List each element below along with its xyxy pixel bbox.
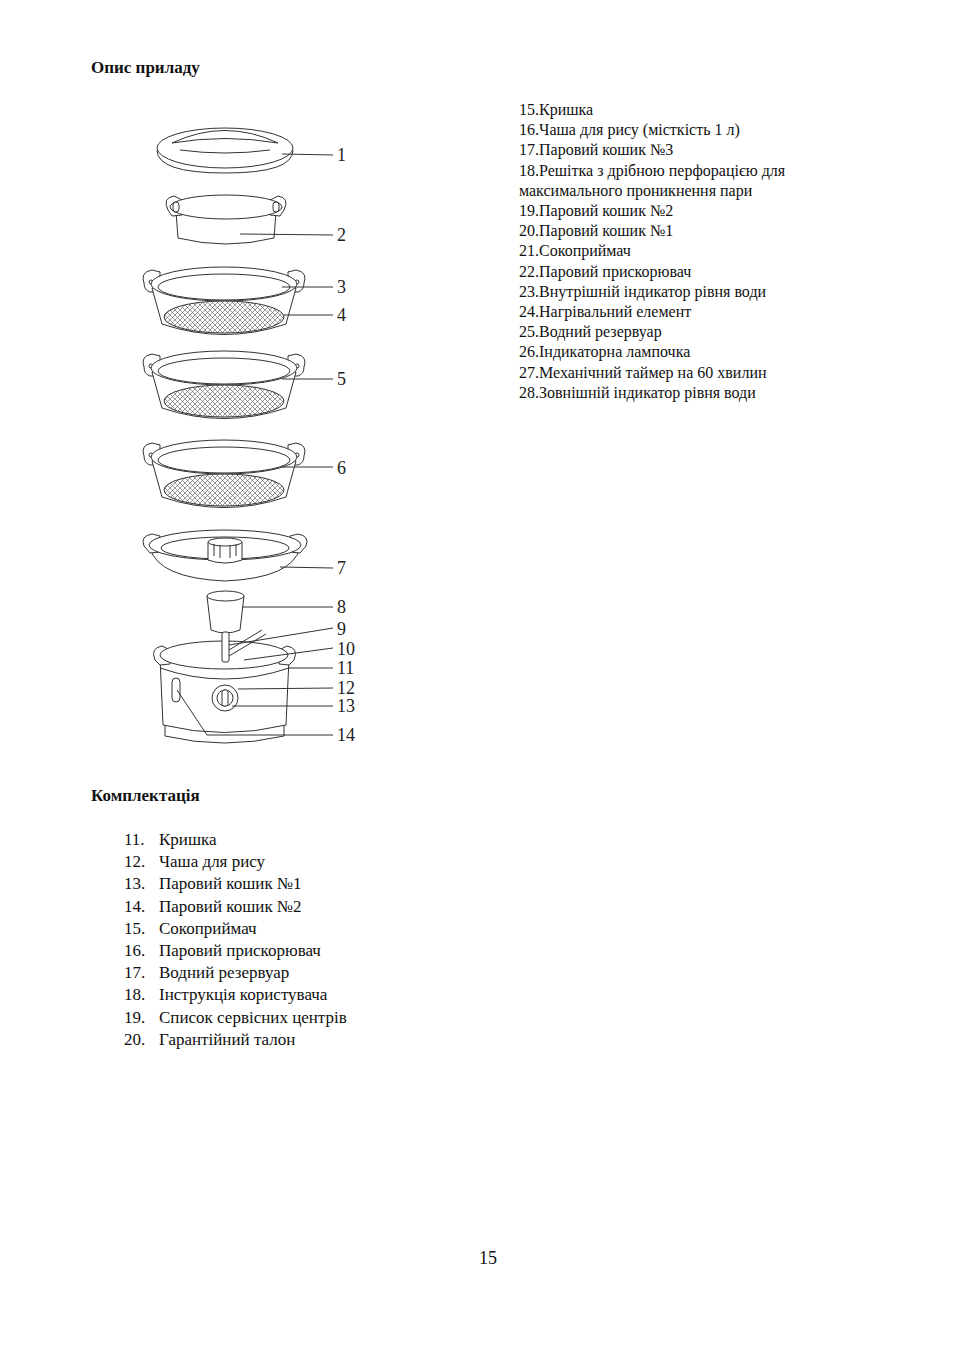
callout-number: 9 (337, 619, 346, 639)
callout-number: 7 (337, 558, 346, 578)
part-name: 26.Індикаторна лампочка (519, 342, 690, 362)
callout-number: 6 (337, 458, 346, 478)
part-name: 28.Зовнішній індикатор рівня води (519, 383, 756, 403)
part-name: 15.Кришка (519, 100, 593, 120)
callout-number: 2 (337, 225, 346, 245)
list-number: 17. (124, 962, 145, 984)
list-item: Паровий кошик №2 (159, 896, 302, 918)
base (154, 630, 296, 743)
steam-basket (143, 351, 305, 419)
list-number: 12. (124, 851, 145, 873)
list-number: 13. (124, 873, 145, 895)
list-item: Гарантійний талон (159, 1029, 295, 1051)
callout-number: 14 (337, 725, 355, 745)
part-name: 23.Внутрішній індикатор рівня води (519, 282, 766, 302)
list-item: Сокоприймач (159, 918, 257, 940)
part-name: 18.Решітка з дрібною перфорацією для мак… (519, 161, 824, 201)
part-name: 21.Сокоприймач (519, 241, 631, 261)
steam-accelerator (207, 591, 244, 633)
list-item: Інструкція користувача (159, 984, 327, 1006)
callout-number: 13 (337, 696, 355, 716)
list-number: 18. (124, 984, 145, 1006)
part-name: 25.Водний резервуар (519, 322, 662, 342)
list-number: 16. (124, 940, 145, 962)
rice-bowl (166, 195, 286, 244)
page-heading: Опис приладу (91, 58, 200, 78)
part-name: 16.Чаша для рису (місткість 1 л) (519, 120, 740, 140)
section-heading: Комплектація (91, 786, 200, 806)
list-item: Паровий кошик №1 (159, 873, 302, 895)
list-item: Паровий прискорювач (159, 940, 321, 962)
list-number: 20. (124, 1029, 145, 1051)
list-number: 15. (124, 918, 145, 940)
part-name: 24.Нагрівальний елемент (519, 302, 691, 322)
list-number: 11. (124, 829, 145, 851)
list-item: Кришка (159, 829, 217, 851)
callout-number: 8 (337, 597, 346, 617)
lid (157, 128, 293, 173)
part-name: 20.Паровий кошик №1 (519, 221, 673, 241)
callout-number: 5 (337, 369, 346, 389)
callout-number: 1 (337, 145, 346, 165)
list-item: Чаша для рису (159, 851, 265, 873)
part-name: 27.Механічний таймер на 60 хвилин (519, 363, 767, 383)
callout-number: 4 (337, 305, 346, 325)
part-name: 19.Паровий кошик №2 (519, 201, 673, 221)
part-name: 22.Паровий прискорювач (519, 262, 691, 282)
leader-lines (177, 154, 333, 735)
list-item: Водний резервуар (159, 962, 289, 984)
juice-tray (143, 530, 307, 581)
list-number: 14. (124, 896, 145, 918)
callout-number: 10 (337, 639, 355, 659)
callout-number: 11 (337, 658, 354, 678)
steam-basket (143, 267, 305, 335)
list-item: Список сервісних центрів (159, 1007, 347, 1029)
callout-number: 12 (337, 678, 355, 698)
page-number: 15 (479, 1248, 497, 1268)
steam-basket (143, 440, 305, 508)
list-number: 19. (124, 1007, 145, 1029)
part-name: 17.Паровий кошик №3 (519, 140, 673, 160)
callout-number: 3 (337, 277, 346, 297)
